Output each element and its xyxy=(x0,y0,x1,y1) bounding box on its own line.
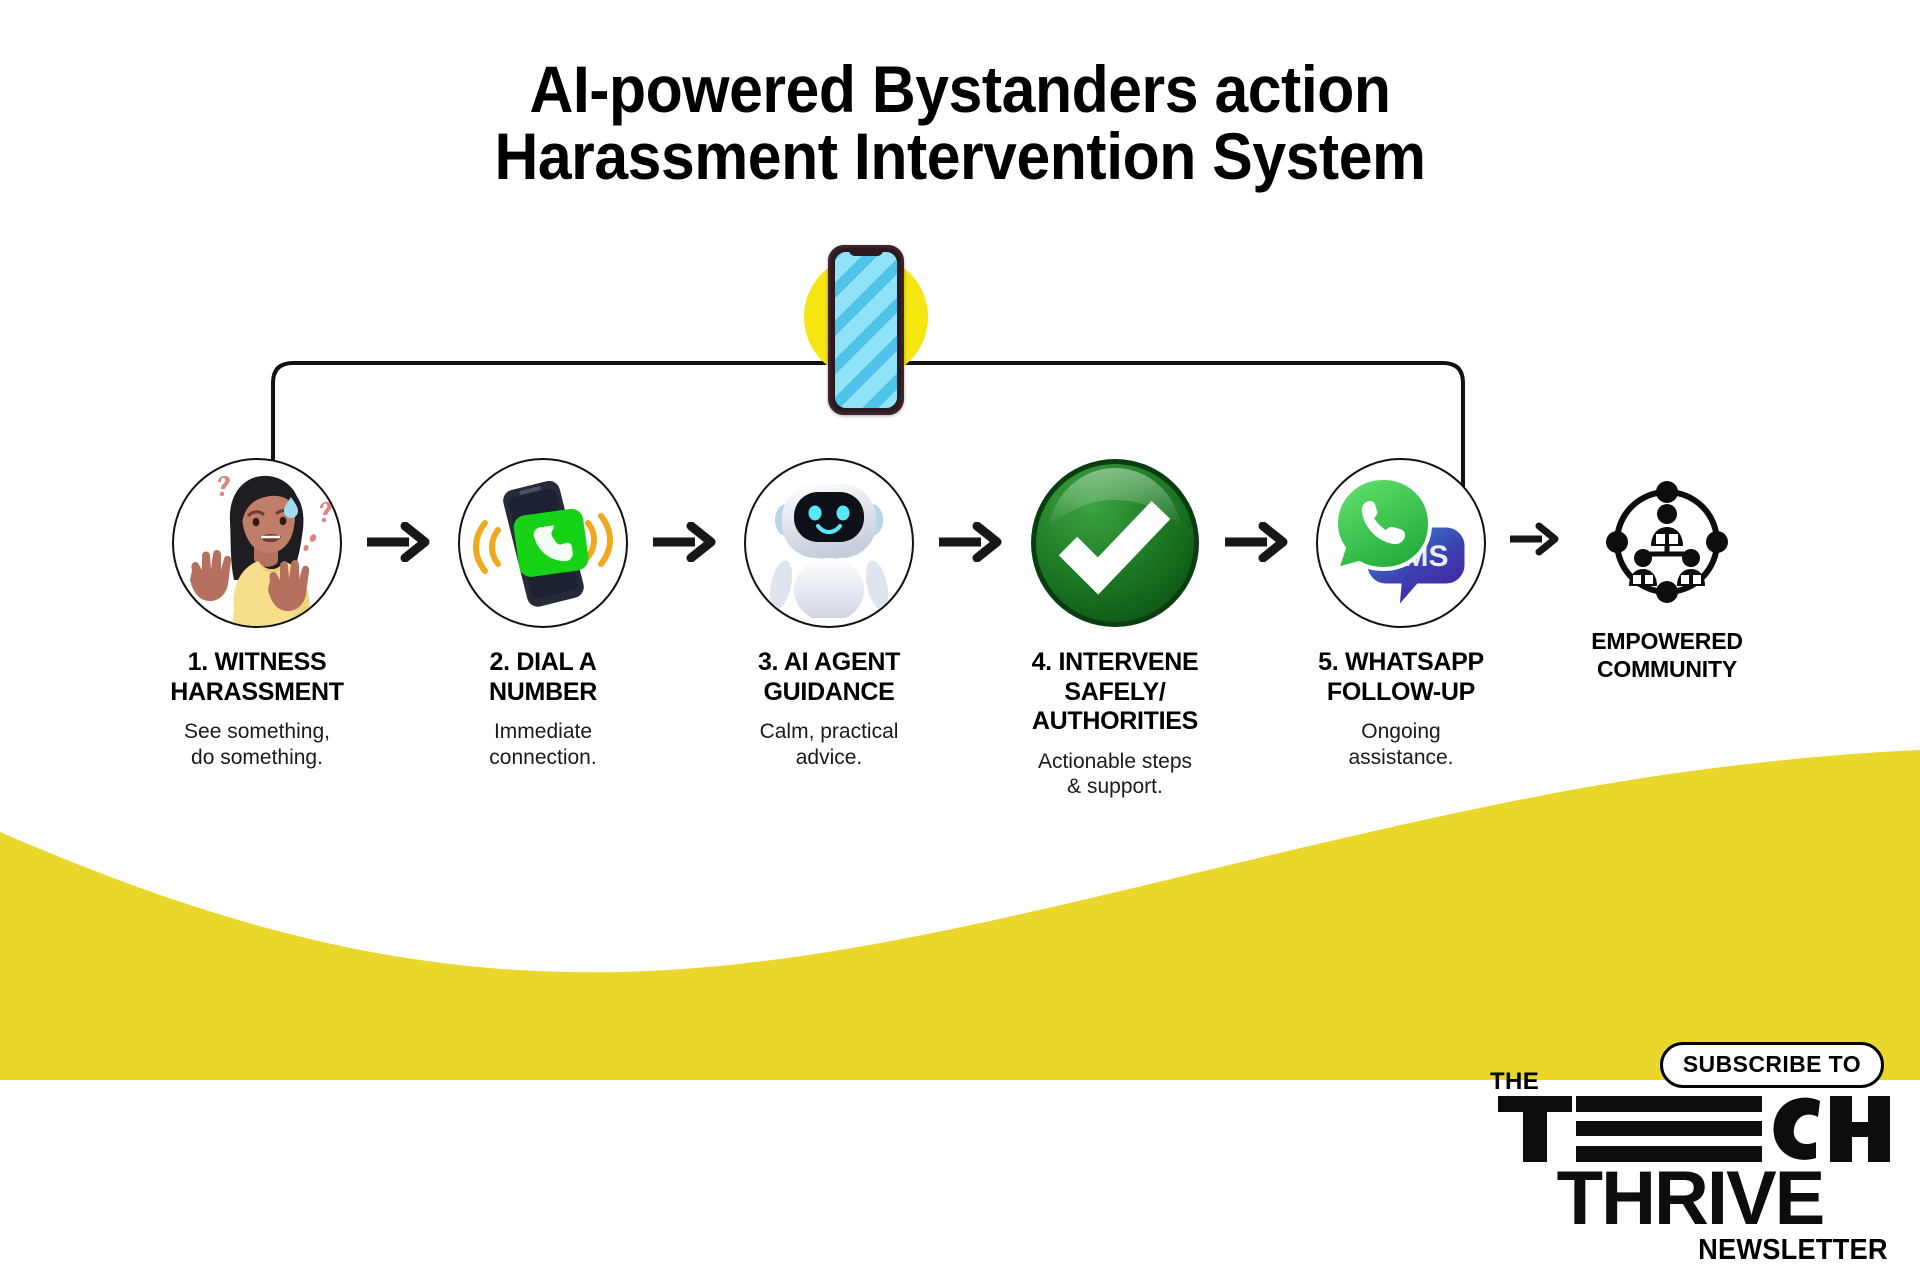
distressed-woman-icon xyxy=(190,475,332,626)
subscribe-button[interactable]: SUBSCRIBE TO xyxy=(1659,1042,1884,1088)
step-1-icon-circle xyxy=(172,458,342,628)
arrow-right-icon-2 xyxy=(647,522,725,562)
phone-screen xyxy=(835,252,897,408)
flow-step-1[interactable]: 1. WITNESS HARASSMENT See something, do … xyxy=(153,458,361,770)
step-3-desc: Calm, practical advice. xyxy=(759,720,899,769)
phone-notch xyxy=(849,248,883,256)
brand-tech-wordmark xyxy=(1490,1096,1890,1162)
green-checkmark-icon xyxy=(1031,459,1199,627)
arrow-right-icon-5 xyxy=(1505,522,1567,556)
step-4-icon-circle xyxy=(1030,458,1200,628)
ringing-phone-call-icon xyxy=(473,480,613,607)
step-4-desc: Actionable steps & support. xyxy=(1037,749,1193,799)
hero-smartphone xyxy=(804,245,928,425)
brand-thrive-wordmark: THRIVE xyxy=(1490,1166,1890,1232)
step-5-icon-circle: SMS xyxy=(1316,458,1486,628)
title-line-2: Harassment Intervention System xyxy=(494,119,1426,194)
step-4-title: 4. INTERVENE SAFELY/ AUTHORITIES xyxy=(1031,648,1199,735)
bottom-wave-decoration xyxy=(0,740,1920,1080)
step-5-title: 5. WHATSAPP FOLLOW-UP xyxy=(1318,648,1484,706)
page-title: AI-powered Bystanders action Harassment … xyxy=(0,52,1920,194)
brand-the-text: THE xyxy=(1490,1068,1540,1095)
arrow-right-icon-3 xyxy=(933,522,1011,562)
smartphone-icon xyxy=(828,245,904,415)
step-2-icon-circle xyxy=(458,458,628,628)
step-5-desc: Ongoing assistance. xyxy=(1348,720,1454,769)
flow-steps-row: 1. WITNESS HARASSMENT See something, do … xyxy=(0,458,1920,800)
ai-robot-icon xyxy=(769,484,889,618)
flow-step-4[interactable]: 4. INTERVENE SAFELY/ AUTHORITIES Actiona… xyxy=(1011,458,1219,800)
outcome-label: EMPOWERED COMMUNITY xyxy=(1591,628,1743,682)
screen-stripes xyxy=(835,252,897,408)
svg-text:THRIVE: THRIVE xyxy=(1557,1166,1824,1232)
outcome-icon-wrap xyxy=(1597,472,1737,612)
community-network-icon xyxy=(1606,481,1728,603)
whatsapp-sms-icon: SMS xyxy=(1333,475,1468,613)
step-3-title: 3. AI AGENT GUIDANCE xyxy=(757,648,901,706)
step-2-desc: Immediate connection. xyxy=(489,720,597,769)
title-line-1: AI-powered Bystanders action xyxy=(529,52,1391,126)
brand-newsletter-text: NEWSLETTER xyxy=(1698,1234,1888,1266)
step-3-icon-circle xyxy=(744,458,914,628)
flow-step-5[interactable]: SMS 5. WHATSAPP FOLLOW-UP Ongoing assist… xyxy=(1297,458,1505,770)
flow-step-3[interactable]: 3. AI AGENT GUIDANCE Calm, practical adv… xyxy=(725,458,933,770)
step-2-title: 2. DIAL A NUMBER xyxy=(489,648,597,706)
flow-outcome[interactable]: EMPOWERED COMMUNITY xyxy=(1567,458,1767,683)
arrow-right-icon-4 xyxy=(1219,522,1297,562)
flow-step-2[interactable]: 2. DIAL A NUMBER Immediate connection. xyxy=(439,458,647,770)
step-1-title: 1. WITNESS HARASSMENT xyxy=(170,648,344,706)
step-1-desc: See something, do something. xyxy=(184,720,330,769)
arrow-right-icon-1 xyxy=(361,522,439,562)
